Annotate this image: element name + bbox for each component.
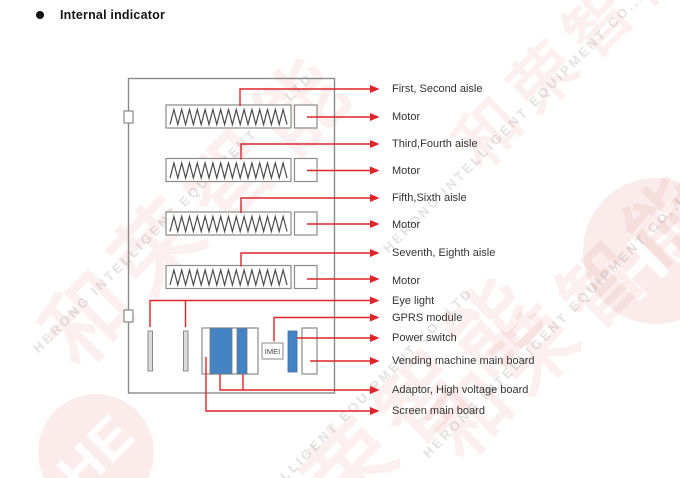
shelf-row-1 [165,104,318,129]
callout-label-aisle-3: Fifth,Sixth aisle [392,192,467,204]
callout-label-motor-3: Motor [392,219,421,231]
shelf-row-2 [165,157,318,183]
gprs-module-box [261,342,284,360]
bottom-bay: IMEI [147,327,318,375]
spiral-coil [169,214,288,234]
callout-label-power-switch: Power switch [392,332,457,344]
callout-label-motor-1: Motor [392,111,421,123]
vending-main-board [301,327,318,375]
callout-label-aisle-4: Seventh, Eighth aisle [392,247,496,259]
imei-text: IMEI [265,347,280,356]
bullet-icon [36,11,44,19]
leader-eye-light [149,296,380,327]
power-switch-bar [287,330,298,373]
callout-label-motor-2: Motor [392,164,421,177]
spiral-coil [169,160,288,181]
leader-adaptor [219,374,380,394]
leader-screen-board [205,357,380,415]
leader-aisle-2 [240,140,380,160]
callout-label-aisle-2: Third,Fourth aisle [392,138,478,150]
adaptor-block [209,327,233,375]
hinge-top [123,110,134,124]
callout-label-vending-board: Vending machine main board [392,355,535,367]
eye-light-bar-left [147,330,153,372]
shelf-row-4 [165,264,318,290]
cabinet-outline [127,77,336,394]
leader-aisle-3 [240,194,380,213]
hinge-bottom [123,309,134,323]
callout-label-adaptor: Adaptor, High voltage board [392,384,529,396]
high-voltage-block [236,327,248,375]
motor-box [293,264,318,290]
callout-lines [149,85,380,415]
callout-label-eye-light: Eye light [392,294,435,307]
leader-aisle-1 [239,85,380,106]
leader-aisle-4 [240,249,380,267]
callout-label-gprs: GPRS module [392,311,463,324]
section-header: Internal indicator [36,8,165,22]
spiral-coil [169,107,288,127]
callout-label-motor-4: Motor [392,274,421,287]
callout-label-aisle-1: First, Second aisle [392,83,483,95]
eye-light-bar-right [183,330,189,372]
spiral-coil [169,267,288,288]
page-title: Internal indicator [60,8,166,22]
callout-label-screen-board: Screen main board [392,405,485,417]
leader-gprs [273,313,380,342]
shelf-row-3 [165,211,318,236]
